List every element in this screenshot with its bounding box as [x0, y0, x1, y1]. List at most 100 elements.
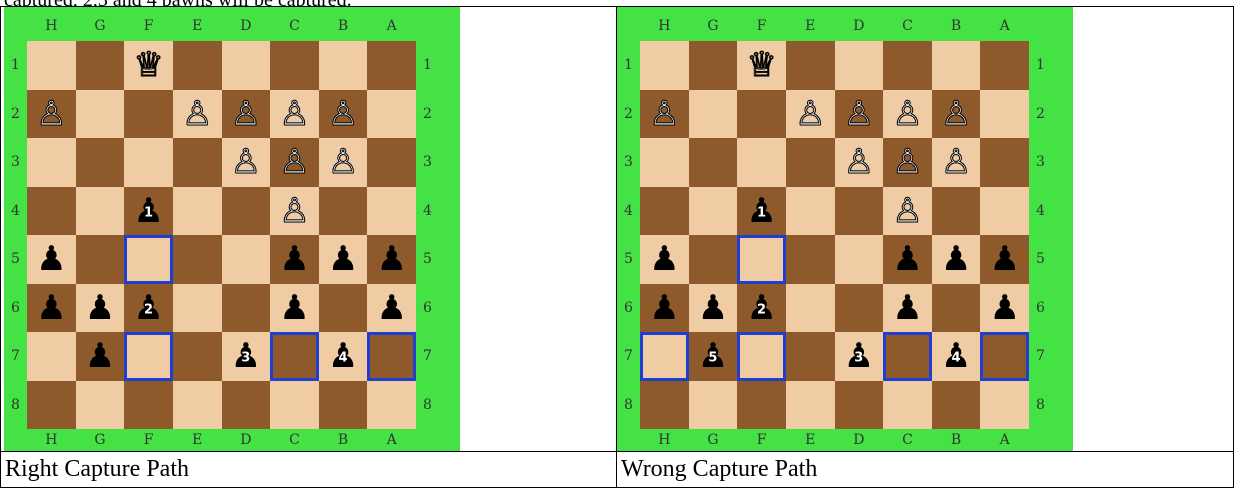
square-g3[interactable]: [76, 138, 125, 187]
square-b2[interactable]: ♙: [319, 90, 368, 139]
white-pawn-icon[interactable]: ♙: [279, 145, 309, 179]
square-h7[interactable]: [27, 332, 76, 381]
black-pawn-icon[interactable]: ♟: [376, 242, 406, 276]
square-a4[interactable]: [367, 187, 416, 236]
black-pawn-icon[interactable]: ♟: [989, 291, 1019, 325]
square-f3[interactable]: [737, 138, 786, 187]
black-pawn-icon[interactable]: ♟3: [844, 339, 874, 373]
square-e2[interactable]: ♙: [173, 90, 222, 139]
square-e4[interactable]: [173, 187, 222, 236]
black-pawn-icon[interactable]: ♟: [892, 242, 922, 276]
black-pawn-icon[interactable]: ♟: [279, 291, 309, 325]
square-b7[interactable]: ♟4: [319, 332, 368, 381]
square-h4[interactable]: [27, 187, 76, 236]
square-e1[interactable]: [786, 41, 835, 90]
square-d8[interactable]: [835, 381, 884, 430]
black-pawn-icon[interactable]: ♟: [649, 291, 679, 325]
square-g8[interactable]: [76, 381, 125, 430]
white-pawn-icon[interactable]: ♙: [892, 194, 922, 228]
square-e1[interactable]: [173, 41, 222, 90]
square-c4[interactable]: ♙: [270, 187, 319, 236]
square-c8[interactable]: [270, 381, 319, 430]
square-a7[interactable]: [980, 332, 1029, 381]
black-pawn-icon[interactable]: ♟2: [746, 291, 776, 325]
square-b5[interactable]: ♟: [932, 235, 981, 284]
white-pawn-icon[interactable]: ♙: [941, 97, 971, 131]
square-d5[interactable]: [835, 235, 884, 284]
white-queen-icon[interactable]: ♕: [746, 48, 776, 82]
white-pawn-icon[interactable]: ♙: [892, 97, 922, 131]
white-pawn-icon[interactable]: ♙: [328, 145, 358, 179]
square-a1[interactable]: [980, 41, 1029, 90]
white-pawn-icon[interactable]: ♙: [844, 97, 874, 131]
square-f2[interactable]: [124, 90, 173, 139]
square-g2[interactable]: [689, 90, 738, 139]
square-h1[interactable]: [27, 41, 76, 90]
square-f6[interactable]: ♟2: [124, 284, 173, 333]
white-pawn-icon[interactable]: ♙: [795, 97, 825, 131]
square-b1[interactable]: [319, 41, 368, 90]
square-e8[interactable]: [786, 381, 835, 430]
square-f4[interactable]: ♟1: [124, 187, 173, 236]
square-h8[interactable]: [27, 381, 76, 430]
square-b6[interactable]: [319, 284, 368, 333]
black-pawn-icon[interactable]: ♟: [36, 242, 66, 276]
square-d6[interactable]: [222, 284, 271, 333]
square-f7[interactable]: [124, 332, 173, 381]
square-a3[interactable]: [367, 138, 416, 187]
square-g5[interactable]: [76, 235, 125, 284]
square-c6[interactable]: ♟: [270, 284, 319, 333]
square-g4[interactable]: [76, 187, 125, 236]
square-e8[interactable]: [173, 381, 222, 430]
square-h5[interactable]: ♟: [640, 235, 689, 284]
square-g7[interactable]: ♟: [76, 332, 125, 381]
square-d3[interactable]: ♙: [222, 138, 271, 187]
square-c1[interactable]: [270, 41, 319, 90]
square-h3[interactable]: [27, 138, 76, 187]
square-d4[interactable]: [835, 187, 884, 236]
square-b8[interactable]: [319, 381, 368, 430]
square-a5[interactable]: ♟: [367, 235, 416, 284]
square-a8[interactable]: [980, 381, 1029, 430]
square-f1[interactable]: ♕: [124, 41, 173, 90]
square-d7[interactable]: ♟3: [222, 332, 271, 381]
square-f3[interactable]: [124, 138, 173, 187]
square-h7[interactable]: [640, 332, 689, 381]
square-f5[interactable]: [737, 235, 786, 284]
white-queen-icon[interactable]: ♕: [133, 48, 163, 82]
square-c2[interactable]: ♙: [883, 90, 932, 139]
square-e3[interactable]: [173, 138, 222, 187]
black-pawn-icon[interactable]: ♟3: [231, 339, 261, 373]
black-pawn-icon[interactable]: ♟: [376, 291, 406, 325]
square-b4[interactable]: [319, 187, 368, 236]
square-e4[interactable]: [786, 187, 835, 236]
square-f5[interactable]: [124, 235, 173, 284]
square-f7[interactable]: [737, 332, 786, 381]
square-g1[interactable]: [689, 41, 738, 90]
square-e2[interactable]: ♙: [786, 90, 835, 139]
black-pawn-icon[interactable]: ♟1: [746, 194, 776, 228]
black-pawn-icon[interactable]: ♟2: [133, 291, 163, 325]
square-c6[interactable]: ♟: [883, 284, 932, 333]
square-b7[interactable]: ♟4: [932, 332, 981, 381]
square-g6[interactable]: ♟: [689, 284, 738, 333]
square-b3[interactable]: ♙: [932, 138, 981, 187]
square-h5[interactable]: ♟: [27, 235, 76, 284]
black-pawn-icon[interactable]: ♟: [698, 291, 728, 325]
black-pawn-icon[interactable]: ♟4: [941, 339, 971, 373]
square-f1[interactable]: ♕: [737, 41, 786, 90]
square-c3[interactable]: ♙: [270, 138, 319, 187]
black-pawn-icon[interactable]: ♟1: [133, 194, 163, 228]
square-h6[interactable]: ♟: [640, 284, 689, 333]
square-g3[interactable]: [689, 138, 738, 187]
square-d4[interactable]: [222, 187, 271, 236]
white-pawn-icon[interactable]: ♙: [941, 145, 971, 179]
square-e3[interactable]: [786, 138, 835, 187]
square-e5[interactable]: [786, 235, 835, 284]
square-f4[interactable]: ♟1: [737, 187, 786, 236]
square-a2[interactable]: [367, 90, 416, 139]
white-pawn-icon[interactable]: ♙: [328, 97, 358, 131]
black-pawn-icon[interactable]: ♟: [328, 242, 358, 276]
square-a6[interactable]: ♟: [980, 284, 1029, 333]
white-pawn-icon[interactable]: ♙: [279, 194, 309, 228]
